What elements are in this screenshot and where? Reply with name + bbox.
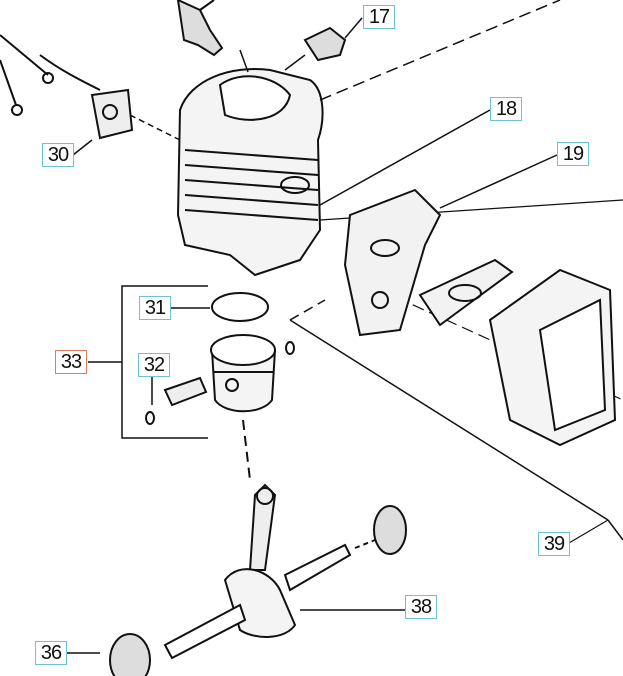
group-bracket-33 [88, 285, 210, 439]
cylinder [176, 49, 324, 277]
muffler-gasket-19 [418, 258, 514, 327]
heat-shield-18 [343, 188, 442, 337]
bearing-36 [109, 633, 151, 676]
piston-pin [163, 376, 208, 407]
piston-ring-31 [211, 292, 269, 322]
callout-31[interactable]: 31 [139, 296, 171, 320]
callout-36[interactable]: 36 [35, 641, 67, 665]
bearing-right [373, 505, 407, 555]
bolts [0, 34, 101, 116]
crankshaft-38 [163, 483, 405, 660]
callout-38[interactable]: 38 [405, 595, 437, 619]
callout-33-selected[interactable]: 33 [55, 350, 87, 374]
gasket-part-30 [90, 88, 134, 140]
callout-18[interactable]: 18 [490, 97, 522, 121]
callout-32[interactable]: 32 [138, 353, 170, 377]
callout-17[interactable]: 17 [363, 5, 395, 29]
piston [210, 334, 276, 413]
callout-39[interactable]: 39 [538, 532, 570, 556]
callout-30[interactable]: 30 [42, 143, 74, 167]
callout-19[interactable]: 19 [557, 142, 589, 166]
plug-cap-17 [303, 26, 347, 62]
spark-plug [176, 0, 224, 57]
